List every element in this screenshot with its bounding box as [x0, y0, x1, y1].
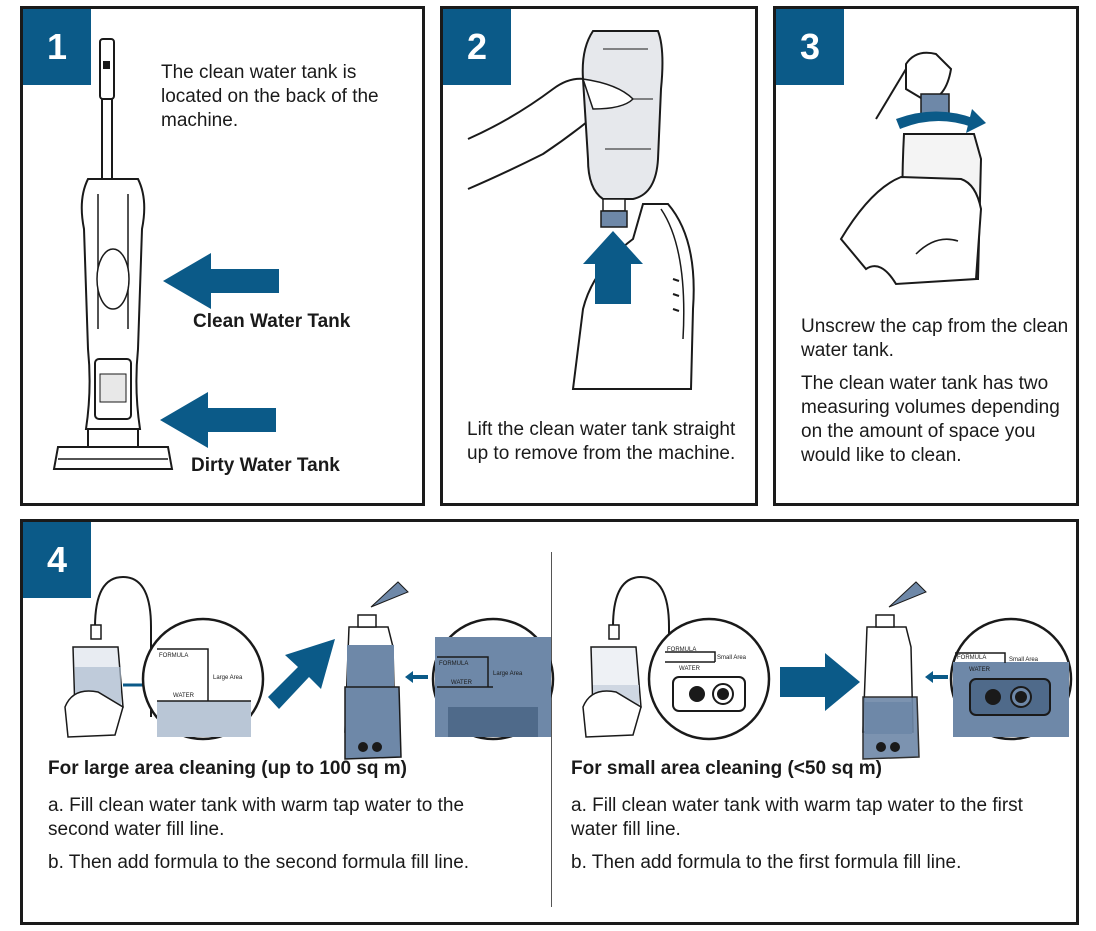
step-3-text-1: Unscrew the cap from the clean water tan… [801, 316, 1069, 361]
small-area-step-a: a. Fill clean water tank with warm tap w… [571, 795, 1023, 840]
step-4-panel: 4 FORMULA WATER Large Area [20, 519, 1079, 925]
arrow-left-icon [160, 392, 276, 448]
small-zoom-formula-text: FORMULA [667, 647, 696, 653]
small-area-step-b: b. Then add formula to the first formula… [571, 852, 962, 873]
step-1-panel: 1 The clean water tank is located on the… [20, 6, 425, 506]
large-area-illustration: FORMULA WATER Large Area FORMULA WATER L… [64, 575, 555, 760]
small-zoom2-area-text: Small Area [1009, 657, 1039, 663]
small-zoom-water-text: WATER [679, 666, 701, 672]
step-1-text: The clean water tank is located on the b… [161, 62, 379, 131]
large-zoom-formula-text: FORMULA [159, 653, 188, 659]
small-zoom2-formula-text: FORMULA [957, 655, 986, 661]
clean-water-tank-label: Clean Water Tank [193, 311, 351, 332]
large-area-heading: For large area cleaning (up to 100 sq m) [48, 758, 407, 779]
step-3-badge: 3 [776, 9, 844, 85]
step-2-text: Lift the clean water tank straight up to… [467, 419, 736, 464]
step-4-badge: 4 [23, 522, 91, 598]
step-2-badge: 2 [443, 9, 511, 85]
dirty-water-tank-label: Dirty Water Tank [191, 455, 340, 476]
unscrew-cap-illustration [839, 51, 986, 286]
large-zoom-area-text: Large Area [213, 675, 243, 681]
vacuum-illustration [52, 38, 174, 470]
large-zoom2-formula-text: FORMULA [439, 661, 468, 667]
step-1-badge: 1 [23, 9, 91, 85]
small-area-heading: For small area cleaning (<50 sq m) [571, 758, 882, 779]
large-zoom2-water-text: WATER [451, 680, 473, 686]
large-area-step-a: a. Fill clean water tank with warm tap w… [48, 795, 465, 840]
small-area-illustration: FORMULA WATER Small Area FORMULA WATER S… [582, 575, 1073, 760]
tank-lift-illustration [467, 30, 695, 390]
step-2-panel: 2 Lift the clean water tank straight up … [440, 6, 758, 506]
arrow-left-icon [163, 253, 279, 309]
small-zoom2-water-text: WATER [969, 667, 991, 673]
step-3-text-2: The clean water tank has two measuring v… [801, 373, 1060, 466]
section-divider [551, 552, 552, 907]
small-zoom-area-text: Small Area [717, 655, 747, 661]
large-zoom-water-text: WATER [173, 693, 195, 699]
step-3-panel: 3 Unscrew the cap from the clean water t… [773, 6, 1079, 506]
large-area-step-b: b. Then add formula to the second formul… [48, 852, 470, 873]
large-zoom2-area-text: Large Area [493, 671, 523, 677]
